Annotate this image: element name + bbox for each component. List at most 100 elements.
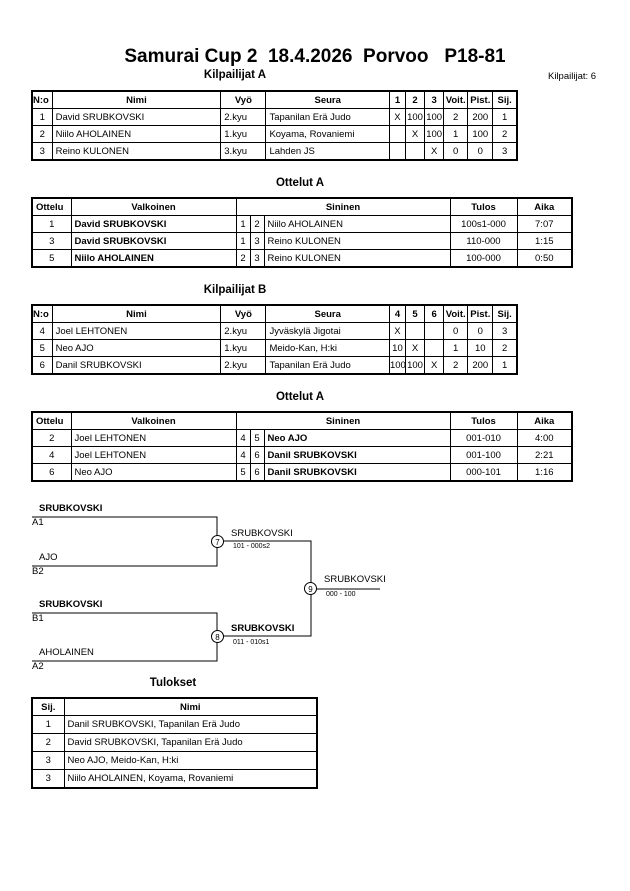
competitor-belt: 1.kyu (220, 125, 267, 143)
competitor-club: Lahden JS (265, 142, 390, 161)
col-place-header: Sij. (492, 304, 518, 323)
result-name: Danil SRUBKOVSKI, Tapanilan Erä Judo (63, 715, 318, 734)
blue-number: 6 (249, 463, 265, 482)
competitor-number: 2 (31, 125, 53, 143)
results-table: Sij. Nimi 1 Danil SRUBKOVSKI, Tapanilan … (31, 697, 318, 789)
matches-b-heading: Ottelut A (275, 391, 325, 403)
competitor-number: 1 (31, 108, 53, 126)
bracket-m7-top-name: SRUBKOVSKI (39, 503, 103, 514)
match-time: 1:16 (516, 463, 573, 482)
table-row: 3 David SRUBKOVSKI 1 3 Reino KULONEN 110… (31, 232, 573, 250)
bracket-node-8: 8 (211, 630, 224, 643)
score-cell: 100 (388, 356, 407, 375)
competitor-belt: 2.kyu (220, 356, 267, 375)
competitor-number: 5 (31, 339, 53, 357)
points-cell: 0 (467, 142, 494, 161)
wins-cell: 1 (443, 339, 469, 357)
bracket-m7-bottom-name: AJO (39, 552, 58, 563)
pool-a-heading: Kilpailijat A (203, 69, 267, 81)
result-place: 3 (31, 751, 65, 770)
match-result: 100-000 (449, 249, 518, 268)
table-row: 4 Joel LEHTONEN 2.kyu Jyväskylä Jigotai … (31, 322, 518, 340)
matches-b-table: Ottelu Valkoinen Sininen Tulos Aika 2 Jo… (31, 411, 574, 482)
score-cell (424, 339, 445, 357)
result-place: 2 (31, 733, 65, 752)
bracket-m9-score: 000 - 100 (326, 591, 356, 598)
table-row: 2 Niilo AHOLAINEN 1.kyu Koyama, Rovaniem… (31, 125, 518, 143)
table-row: 6 Neo AJO 5 6 Danil SRUBKOVSKI 000-101 1… (31, 463, 573, 482)
table-row: 1 Danil SRUBKOVSKI, Tapanilan Erä Judo (31, 715, 318, 734)
pool-a-table: N:o Nimi Vyö Seura 1 2 3 Voit. Pist. Sij… (31, 90, 518, 161)
bracket-m8-top-seed: B1 (32, 613, 44, 624)
blue-fighter: Danil SRUBKOVSKI (263, 463, 451, 482)
score-cell: 100 (424, 125, 445, 143)
blue-fighter: Danil SRUBKOVSKI (263, 446, 451, 464)
col-name-header: Nimi (63, 697, 318, 716)
results-heading: Tulokset (149, 677, 197, 689)
competitor-name: Niilo AHOLAINEN (51, 125, 222, 143)
blue-number: 3 (249, 249, 265, 268)
points-cell: 100 (467, 125, 494, 143)
table-row: 3 Neo AJO, Meido-Kan, H:ki (31, 751, 318, 770)
page-title: Samurai Cup 2 18.4.2026 Porvoo P18-81 (124, 46, 506, 67)
match-time: 0:50 (516, 249, 573, 268)
bracket-m9-winner: SRUBKOVSKI (324, 574, 386, 585)
wins-cell: 2 (443, 108, 469, 126)
score-cell: 10 (388, 339, 407, 357)
white-number: 4 (235, 446, 251, 464)
match-time: 2:21 (516, 446, 573, 464)
result-place: 1 (31, 715, 65, 734)
competitor-count: Kilpailijat: 6 (548, 71, 597, 82)
result-name: Niilo AHOLAINEN, Koyama, Rovaniemi (63, 769, 318, 788)
matches-a-heading: Ottelut A (275, 177, 325, 189)
bracket-node-9: 9 (304, 582, 317, 595)
results-header-row: Sij. Nimi (31, 697, 318, 716)
competitor-belt: 3.kyu (220, 142, 267, 161)
place-cell: 1 (492, 356, 518, 375)
result-place: 3 (31, 769, 65, 788)
wins-cell: 1 (443, 125, 469, 143)
score-cell: X (424, 142, 445, 161)
bracket-m8-top-name: SRUBKOVSKI (39, 599, 103, 610)
white-fighter: Joel LEHTONEN (70, 446, 237, 464)
wins-cell: 2 (443, 356, 469, 375)
competitor-name: Neo AJO (51, 339, 222, 357)
matches-a-table: Ottelu Valkoinen Sininen Tulos Aika 1 Da… (31, 197, 574, 268)
table-row: 3 Reino KULONEN 3.kyu Lahden JS X 0 0 3 (31, 142, 518, 161)
table-row: 2 David SRUBKOVSKI, Tapanilan Erä Judo (31, 733, 318, 752)
blue-number: 3 (249, 232, 265, 250)
bracket-m7-winner: SRUBKOVSKI (231, 528, 293, 539)
competitor-belt: 1.kyu (220, 339, 267, 357)
match-number: 6 (31, 463, 72, 482)
place-cell: 3 (492, 322, 518, 340)
bracket-node-7: 7 (211, 535, 224, 548)
col-place-header: Sij. (31, 697, 65, 716)
competitor-number: 3 (31, 142, 53, 161)
table-row: 2 Joel LEHTONEN 4 5 Neo AJO 001-010 4:00 (31, 429, 573, 447)
table-row: 6 Danil SRUBKOVSKI 2.kyu Tapanilan Erä J… (31, 356, 518, 375)
bracket-m8-bottom-seed: A2 (32, 661, 44, 672)
result-name: David SRUBKOVSKI, Tapanilan Erä Judo (63, 733, 318, 752)
pool-b-table: N:o Nimi Vyö Seura 4 5 6 Voit. Pist. Sij… (31, 304, 518, 375)
bracket-m7-score: 101 - 000s2 (233, 543, 270, 550)
competitor-club: Koyama, Rovaniemi (265, 125, 390, 143)
place-cell: 2 (492, 339, 518, 357)
white-number: 1 (235, 232, 251, 250)
score-cell: X (424, 356, 445, 375)
table-row: 5 Neo AJO 1.kyu Meido-Kan, H:ki 10 X 1 1… (31, 339, 518, 357)
bracket-m8-winner: SRUBKOVSKI (231, 623, 295, 634)
bracket-m7-top-seed: A1 (32, 517, 44, 528)
matches-b-header-row: Ottelu Valkoinen Sininen Tulos Aika (31, 411, 573, 430)
place-cell: 2 (492, 125, 518, 143)
blue-fighter: Reino KULONEN (263, 249, 451, 268)
table-row: 1 David SRUBKOVSKI 2.kyu Tapanilan Erä J… (31, 108, 518, 126)
table-row: 4 Joel LEHTONEN 4 6 Danil SRUBKOVSKI 001… (31, 446, 573, 464)
wins-cell: 0 (443, 142, 469, 161)
bracket-m7-bottom-seed: B2 (32, 566, 44, 577)
bracket-m8-score: 011 - 010s1 (233, 639, 270, 646)
table-row: 3 Niilo AHOLAINEN, Koyama, Rovaniemi (31, 769, 318, 788)
place-cell: 3 (492, 142, 518, 161)
result-name: Neo AJO, Meido-Kan, H:ki (63, 751, 318, 770)
points-cell: 10 (467, 339, 494, 357)
bracket-m8-bottom-name: AHOLAINEN (39, 647, 94, 658)
